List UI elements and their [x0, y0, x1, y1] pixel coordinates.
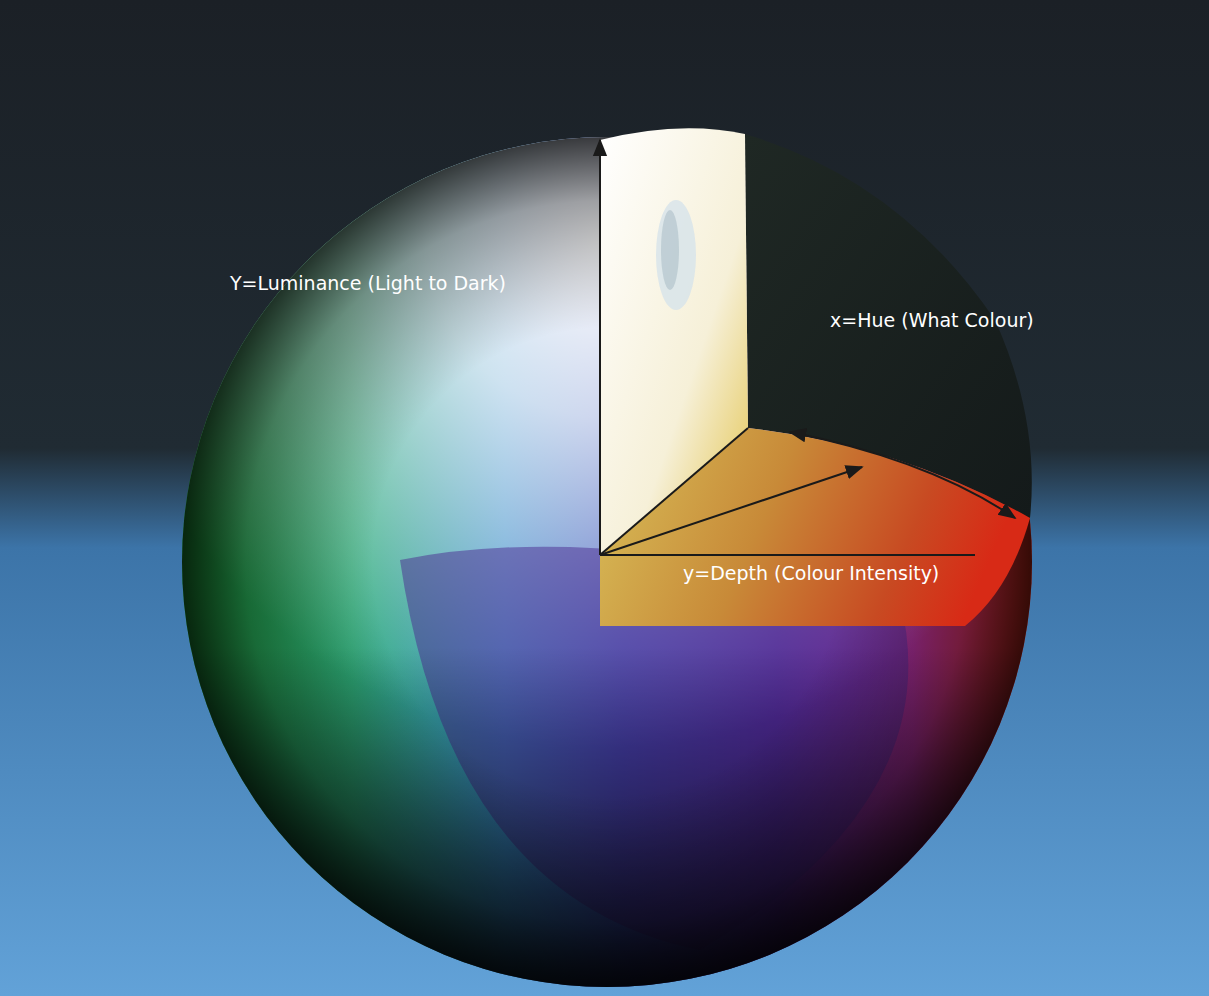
axis-label: x=Hue (What Colour)	[830, 309, 1034, 332]
axis-label: Y=Luminance (Light to Dark)	[230, 272, 506, 295]
axis-label: y=Depth (Colour Intensity)	[683, 562, 939, 585]
